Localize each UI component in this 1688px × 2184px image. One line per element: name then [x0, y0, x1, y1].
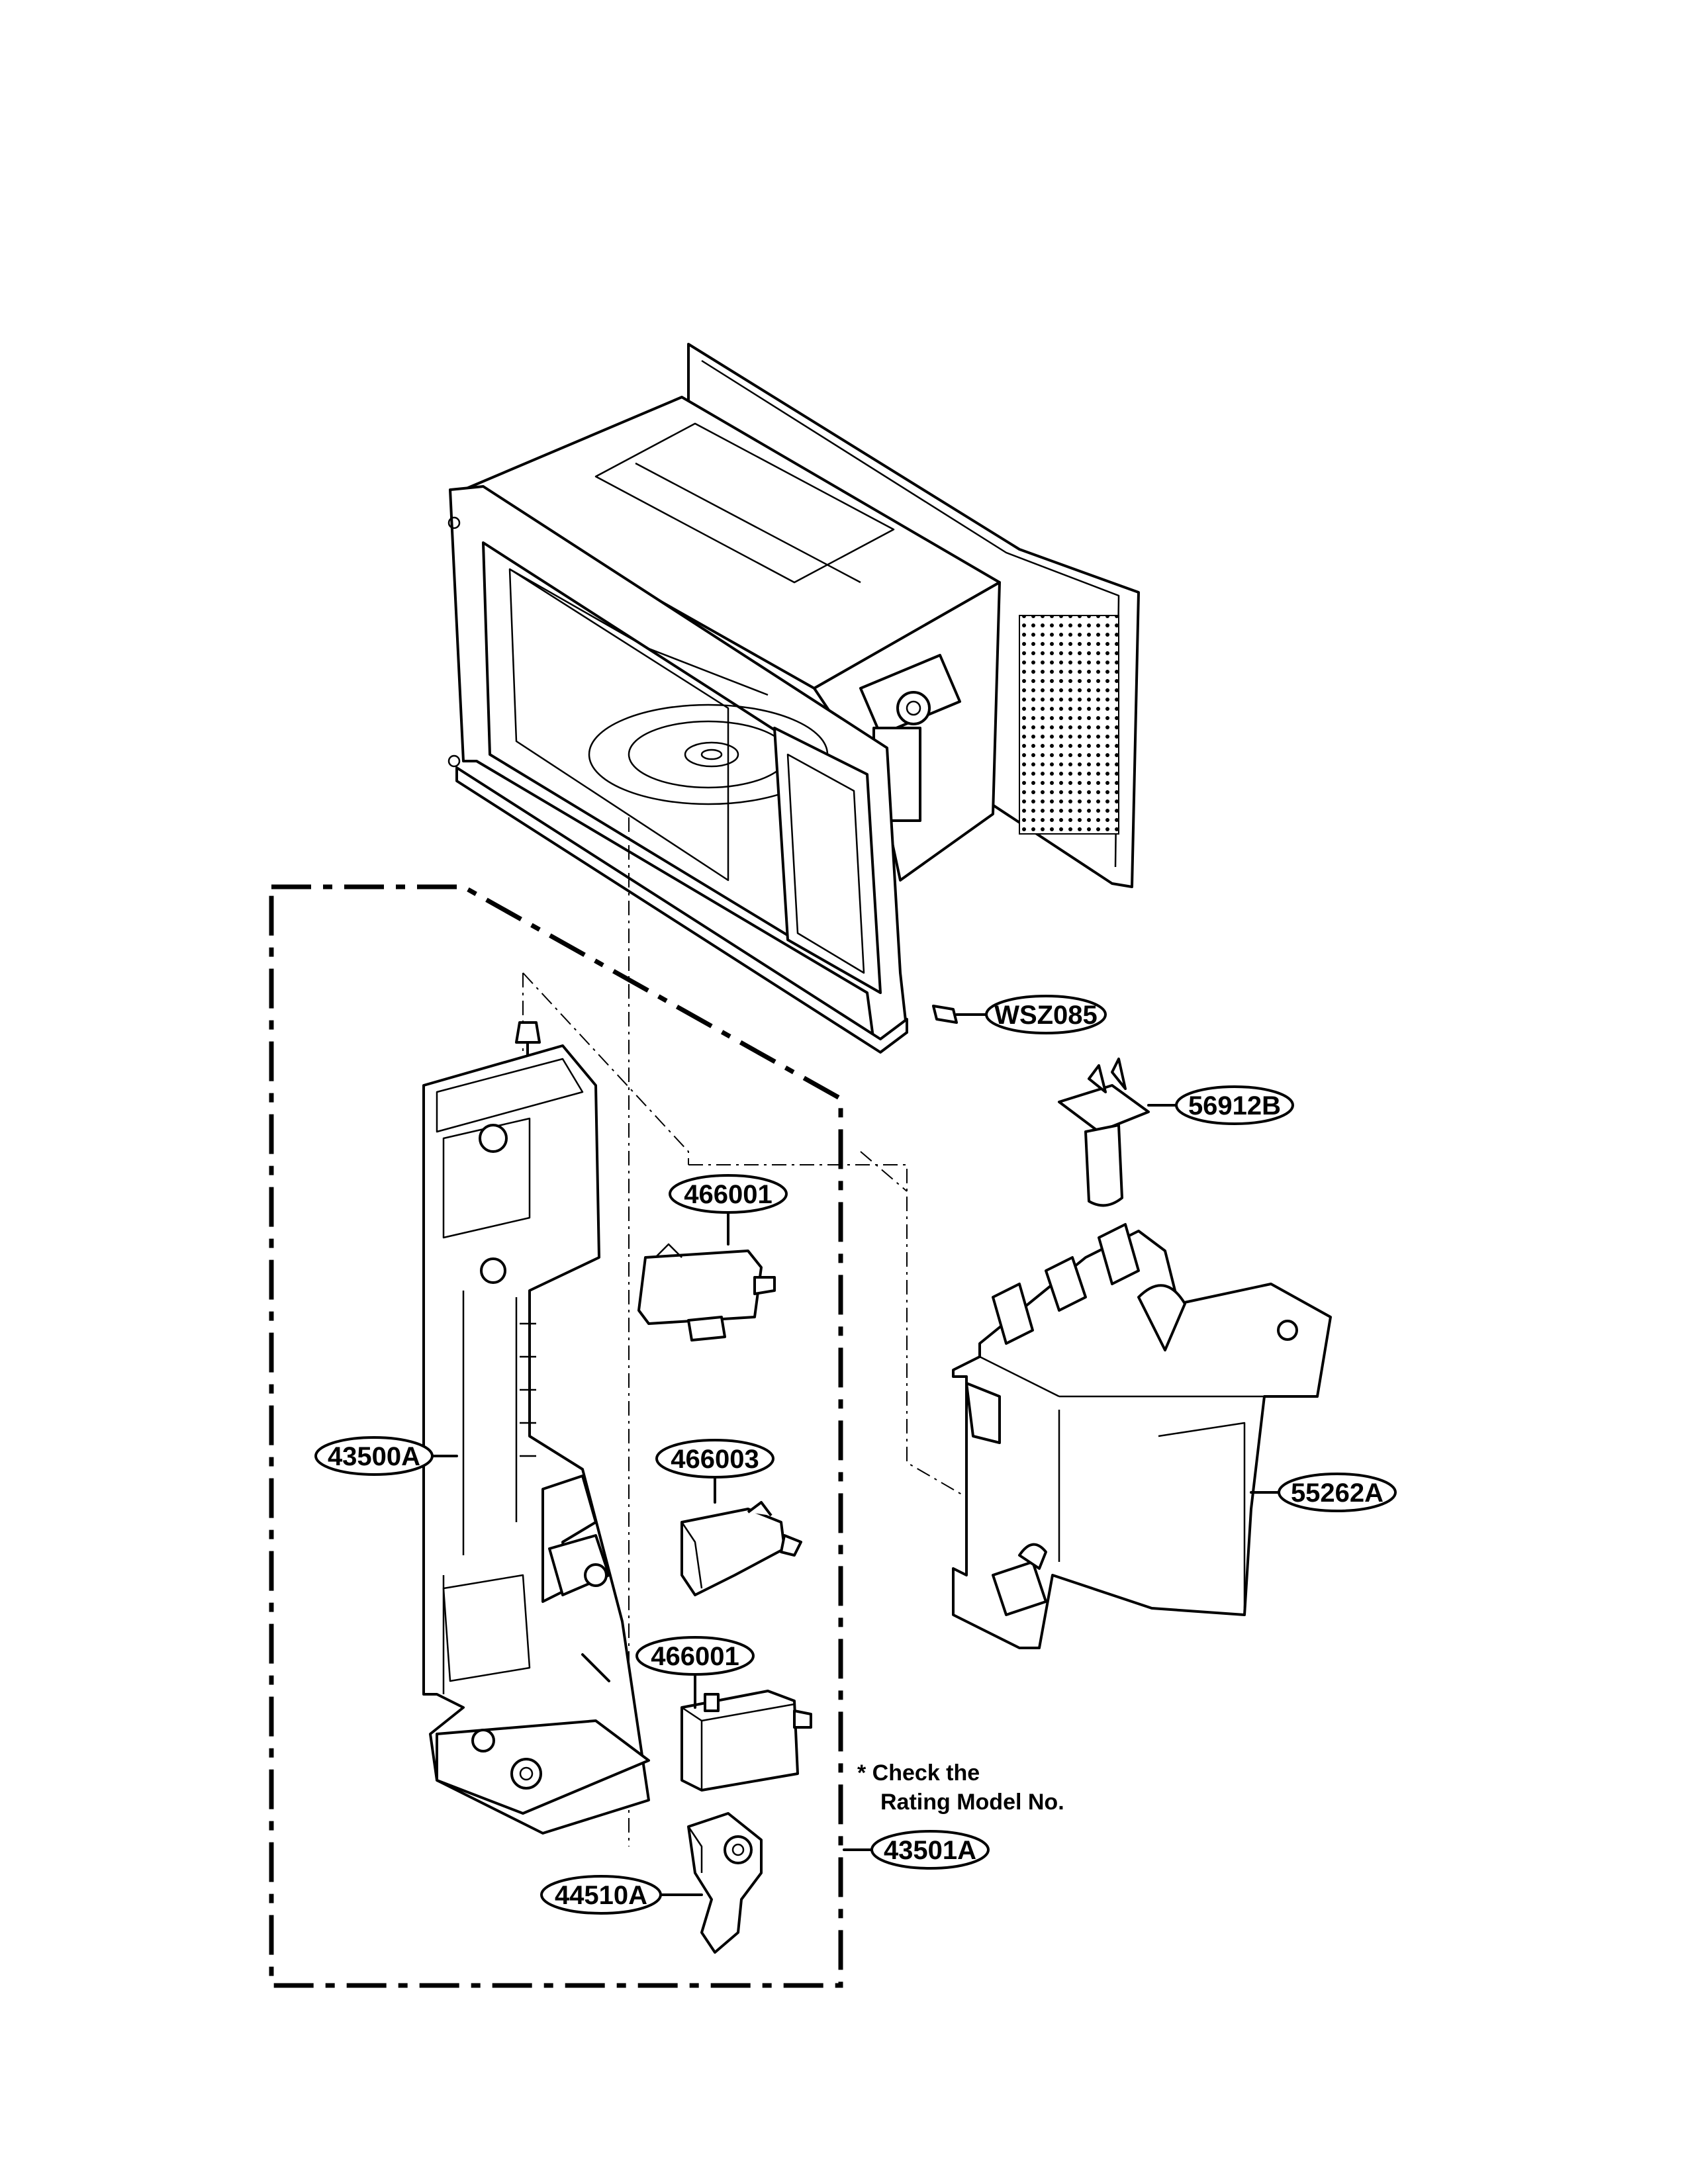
label-55262a: 55262A	[1278, 1473, 1397, 1512]
label-466001-bottom: 466001	[635, 1636, 755, 1676]
switch-466001-bottom	[680, 1673, 812, 1792]
latch-cam	[687, 1812, 763, 1954]
latch-board	[422, 1021, 650, 1835]
svg-text:56912B: 56912B	[1188, 1091, 1281, 1120]
svg-text:55262A: 55262A	[1291, 1479, 1383, 1508]
label-44510a: 44510A	[540, 1875, 662, 1915]
label-43501a: 43501A	[870, 1830, 990, 1870]
svg-text:44510A: 44510A	[555, 1881, 647, 1910]
svg-text:466001: 466001	[651, 1642, 739, 1671]
svg-text:WSZ085: WSZ085	[994, 1001, 1098, 1030]
svg-text:466003: 466003	[671, 1445, 759, 1474]
svg-text:43501A: 43501A	[884, 1836, 976, 1865]
oven-cavity	[447, 343, 1140, 1054]
label-wsz085: WSZ085	[985, 995, 1107, 1034]
svg-text:43500A: 43500A	[328, 1442, 420, 1471]
note-line-1: * Check the	[857, 1760, 980, 1786]
svg-text:466001: 466001	[684, 1180, 772, 1209]
latch-assembly-boundary	[269, 884, 843, 1988]
switch-466001-top	[637, 1210, 776, 1342]
interlock-cover	[952, 1223, 1332, 1649]
rating-model-note: * Check the Rating Model No.	[857, 1760, 1064, 1815]
screw-wsz085	[932, 1005, 988, 1024]
label-56912b: 56912B	[1175, 1085, 1294, 1125]
label-466003: 466003	[655, 1439, 774, 1479]
label-466001-top: 466001	[669, 1174, 788, 1214]
switch-466003	[680, 1475, 802, 1596]
leader-lines	[429, 1455, 875, 1896]
label-43500a: 43500A	[314, 1436, 434, 1476]
note-line-2: Rating Model No.	[880, 1790, 1064, 1815]
lamp-socket	[1058, 1058, 1180, 1207]
rear-vent-grid	[1019, 615, 1119, 835]
